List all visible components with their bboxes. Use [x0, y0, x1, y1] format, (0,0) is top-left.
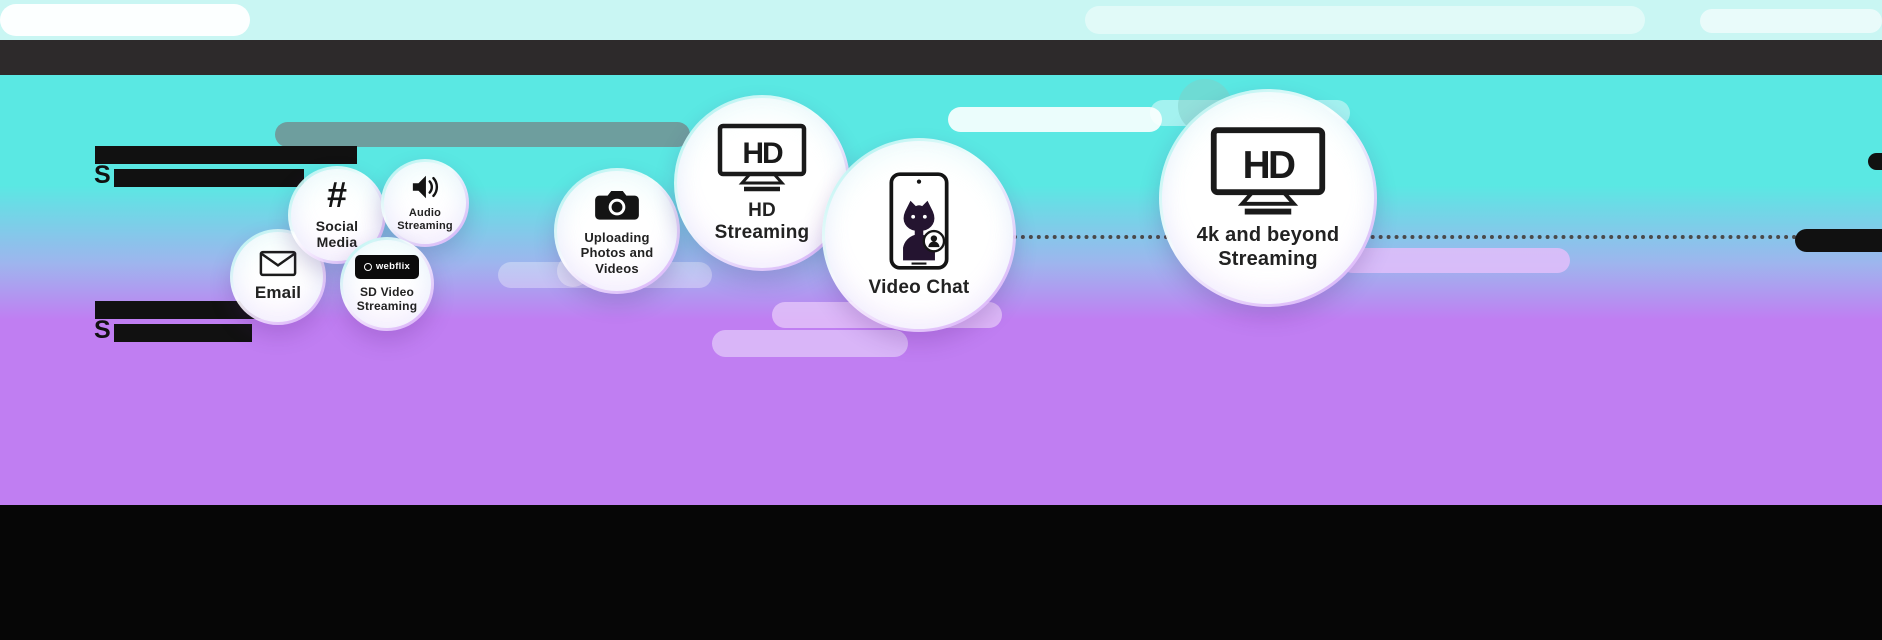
redacted-line-prefix: S [94, 316, 111, 344]
redacted-text-bar [95, 301, 277, 319]
bubble-video-chat-inner: Video Chat [825, 141, 1013, 329]
webflix-logo-text: webflix [375, 261, 411, 273]
bubble-hd-streaming-label: HD Streaming [714, 199, 810, 243]
redacted-text-bar [95, 146, 357, 164]
redacted-notch-right [1868, 153, 1882, 170]
decor-pill-lavender-3 [1340, 248, 1570, 273]
top-dark-bar [0, 40, 1882, 75]
envelope-icon [259, 251, 297, 277]
top-band-pill [1700, 9, 1882, 33]
bubble-sd-video-streaming: webflix SD Video Streaming [340, 237, 434, 331]
bubble-audio-streaming: Audio Streaming [381, 159, 469, 247]
bubble-social-media-label: Social Media [315, 217, 359, 251]
redacted-line-prefix: S [94, 161, 111, 189]
bubble-social-media-inner: # Social Media [291, 169, 383, 261]
bubble-uploading-photos-label: Uploading Photos and Videos [580, 230, 654, 276]
decor-pill-lavender-1 [712, 330, 908, 357]
speaker-icon [412, 175, 439, 199]
bubble-social-media: # Social Media [288, 166, 386, 264]
bubble-hd-streaming: HD HD Streaming [674, 95, 850, 271]
tv-4k-text: HD [1243, 144, 1295, 187]
decor-pill-white [948, 107, 1162, 132]
bubble-sd-video-streaming-label: SD Video Streaming [356, 284, 418, 313]
dotted-guideline [1005, 235, 1805, 239]
bubble-hd-streaming-inner: HD HD Streaming [677, 98, 847, 268]
camera-icon [595, 190, 639, 220]
bubble-4k-streaming-label: 4k and beyond Streaming [1196, 223, 1340, 270]
decor-pill-teal [275, 122, 690, 147]
tv-4k-icon: HD [1210, 127, 1326, 215]
bubble-uploading-photos-inner: Uploading Photos and Videos [557, 171, 677, 291]
bubble-uploading-photos: Uploading Photos and Videos [554, 168, 680, 294]
bubble-video-chat: Video Chat [822, 138, 1016, 332]
hashtag-icon: # [326, 174, 348, 216]
webflix-logo-dot [363, 262, 372, 271]
bubble-sd-video-streaming-inner: webflix SD Video Streaming [343, 240, 431, 328]
webflix-badge: webflix [355, 254, 419, 279]
top-band-pill [1085, 6, 1645, 34]
bubble-audio-streaming-label: Audio Streaming [397, 207, 453, 232]
redacted-text-bar [114, 169, 304, 187]
tv-hd-text: HD [742, 137, 783, 170]
top-band-pill [0, 4, 250, 36]
bubble-audio-streaming-inner: Audio Streaming [384, 162, 466, 244]
bubble-4k-streaming: HD 4k and beyond Streaming [1159, 89, 1377, 307]
bottom-black-bar [0, 505, 1882, 640]
phone-video-chat-icon [889, 172, 949, 270]
bubble-video-chat-label: Video Chat [868, 276, 970, 298]
redacted-pill-right [1795, 229, 1882, 252]
bubble-4k-streaming-inner: HD 4k and beyond Streaming [1162, 92, 1374, 304]
bubble-email-label: Email [254, 283, 302, 303]
top-band [0, 0, 1882, 40]
tv-hd-icon: HD [717, 123, 807, 191]
redacted-text-bar [114, 324, 252, 342]
